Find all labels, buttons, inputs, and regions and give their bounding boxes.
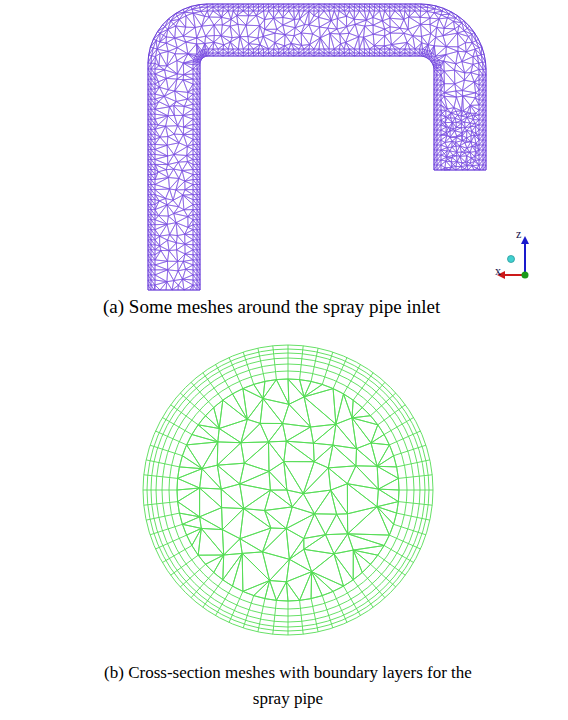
core-triangle-mesh: [177, 379, 399, 601]
figure-caption: (b) Cross-section meshes with boundary l…: [90, 660, 486, 711]
boundary-layer-radials: [143, 345, 433, 635]
axis-triad: [497, 236, 529, 279]
origin-dot: [522, 272, 529, 279]
boundary-layer-ring: [143, 345, 433, 635]
boundary-layer-ring: [177, 379, 399, 601]
pipe-outline: [148, 4, 486, 290]
cross-section-mesh: [143, 345, 433, 635]
figure-caption: (a) Some meshes around the spray pipe in…: [103, 293, 440, 322]
y-axis-dot: [508, 256, 515, 263]
axis-label: x: [495, 262, 501, 280]
boundary-layer-ring: [156, 358, 420, 622]
axis-label: z: [516, 225, 521, 243]
boundary-layer-ring: [151, 353, 425, 627]
z-arrowhead: [521, 236, 529, 244]
boundary-layer-ring: [169, 371, 407, 609]
pipe-mesh: [148, 4, 486, 290]
z-axis: [524, 242, 526, 275]
boundary-layer-ring: [147, 349, 429, 631]
boundary-layer-ring: [162, 364, 414, 616]
